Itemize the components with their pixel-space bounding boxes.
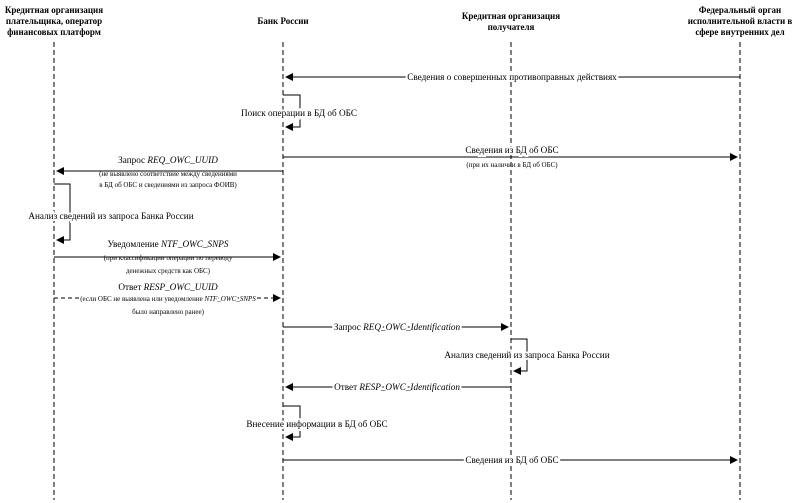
participant-header-bank-of-russia: Банк России [257,16,308,26]
message-label-illegal-actions: Сведения о совершенных противоправных де… [407,72,617,82]
resp-owc-identification-prefix: Ответ [334,382,359,392]
req-owc-uuid-prefix: Запрос [118,155,147,165]
resp-owc-uuid-prefix: Ответ [118,282,143,292]
req-owc-uuid-code: REQ_OWC_UUID [146,155,218,165]
self-arrow-bank-search [283,94,301,131]
self-label-payer-analysis: Анализ сведений из запроса Банка России [28,211,193,221]
ntf-owc-snps-code: NTF_OWC_SNPS [160,239,229,249]
message-label-db-info-final: Сведения из БД об ОБС [465,455,558,465]
req-owc-identification-code: REQ_OWC_Identification [362,322,460,332]
message-label-db-info: Сведения из БД об ОБС [465,145,558,155]
req-owc-uuid-note-line1: (не выявлено соответствие между сведения… [99,170,237,178]
participant-recipient-line1: Кредитная организация [462,11,560,21]
self-arrow-recipient-analysis [511,338,528,375]
participant-foiv-line1: Федеральный орган [699,5,781,15]
participant-bank-line1: Банк России [257,16,308,26]
ntf-owc-snps-prefix: Уведомление [108,239,162,249]
participant-header-recipient: Кредитная организация получателя [462,11,560,32]
participant-payer-line3: финансовых платформ [7,27,101,37]
self-label-search: Поиск операции в БД об ОБС [241,108,357,118]
req-owc-identification-prefix: Запрос [334,322,363,332]
ntf-owc-snps-note-line2: денежных средств как ОБС) [126,267,211,275]
message-label-req-owc-identification: Запрос REQ_OWC_Identification [334,322,461,332]
self-label-record: Внесение информации в БД об ОБС [246,419,387,429]
message-label-ntf-owc-snps: Уведомление NTF_OWC_SNPS [108,239,229,249]
participant-foiv-line3: сфере внутренних дел [695,27,784,37]
message-label-resp-owc-identification: Ответ RESP_OWC_Identification [334,382,460,392]
message-note-if-present: (при их наличии в БД об ОБС) [466,161,558,169]
req-owc-uuid-note-line2: в БД об ОБС и сведениями из запроса ФОИВ… [99,181,237,189]
resp-owc-uuid-note-code: NTF_OWC_SNPS [203,295,256,303]
self-label-recipient-analysis: Анализ сведений из запроса Банка России [444,350,609,360]
participant-payer-line2: плательщика, оператор [6,16,102,26]
resp-owc-uuid-note-line1: (если ОБС не выявлена или уведомление NT… [80,295,256,303]
participant-payer-line1: Кредитная организация [5,5,103,15]
message-label-req-owc-uuid: Запрос REQ_OWC_UUID [118,155,218,165]
resp-owc-identification-code: RESP_OWC_Identification [358,382,460,392]
participant-recipient-line2: получателя [488,22,535,32]
participant-header-payer: Кредитная организация плательщика, опера… [5,5,103,37]
participant-foiv-line2: исполнительной власти в [688,16,793,26]
resp-owc-uuid-note-text: (если ОБС не выявлена или уведомление [80,295,204,303]
message-label-resp-owc-uuid: Ответ RESP_OWC_UUID [118,282,218,292]
resp-owc-uuid-code: RESP_OWC_UUID [143,282,218,292]
self-arrow-bank-record [283,405,301,441]
self-arrow-payer-analysis [54,183,71,244]
ntf-owc-snps-note-line1: (при классификации операции по переводу [104,254,233,262]
resp-owc-uuid-note-line2: было направлено ранее) [132,308,204,316]
participant-header-foiv: Федеральный орган исполнительной власти … [688,5,793,37]
